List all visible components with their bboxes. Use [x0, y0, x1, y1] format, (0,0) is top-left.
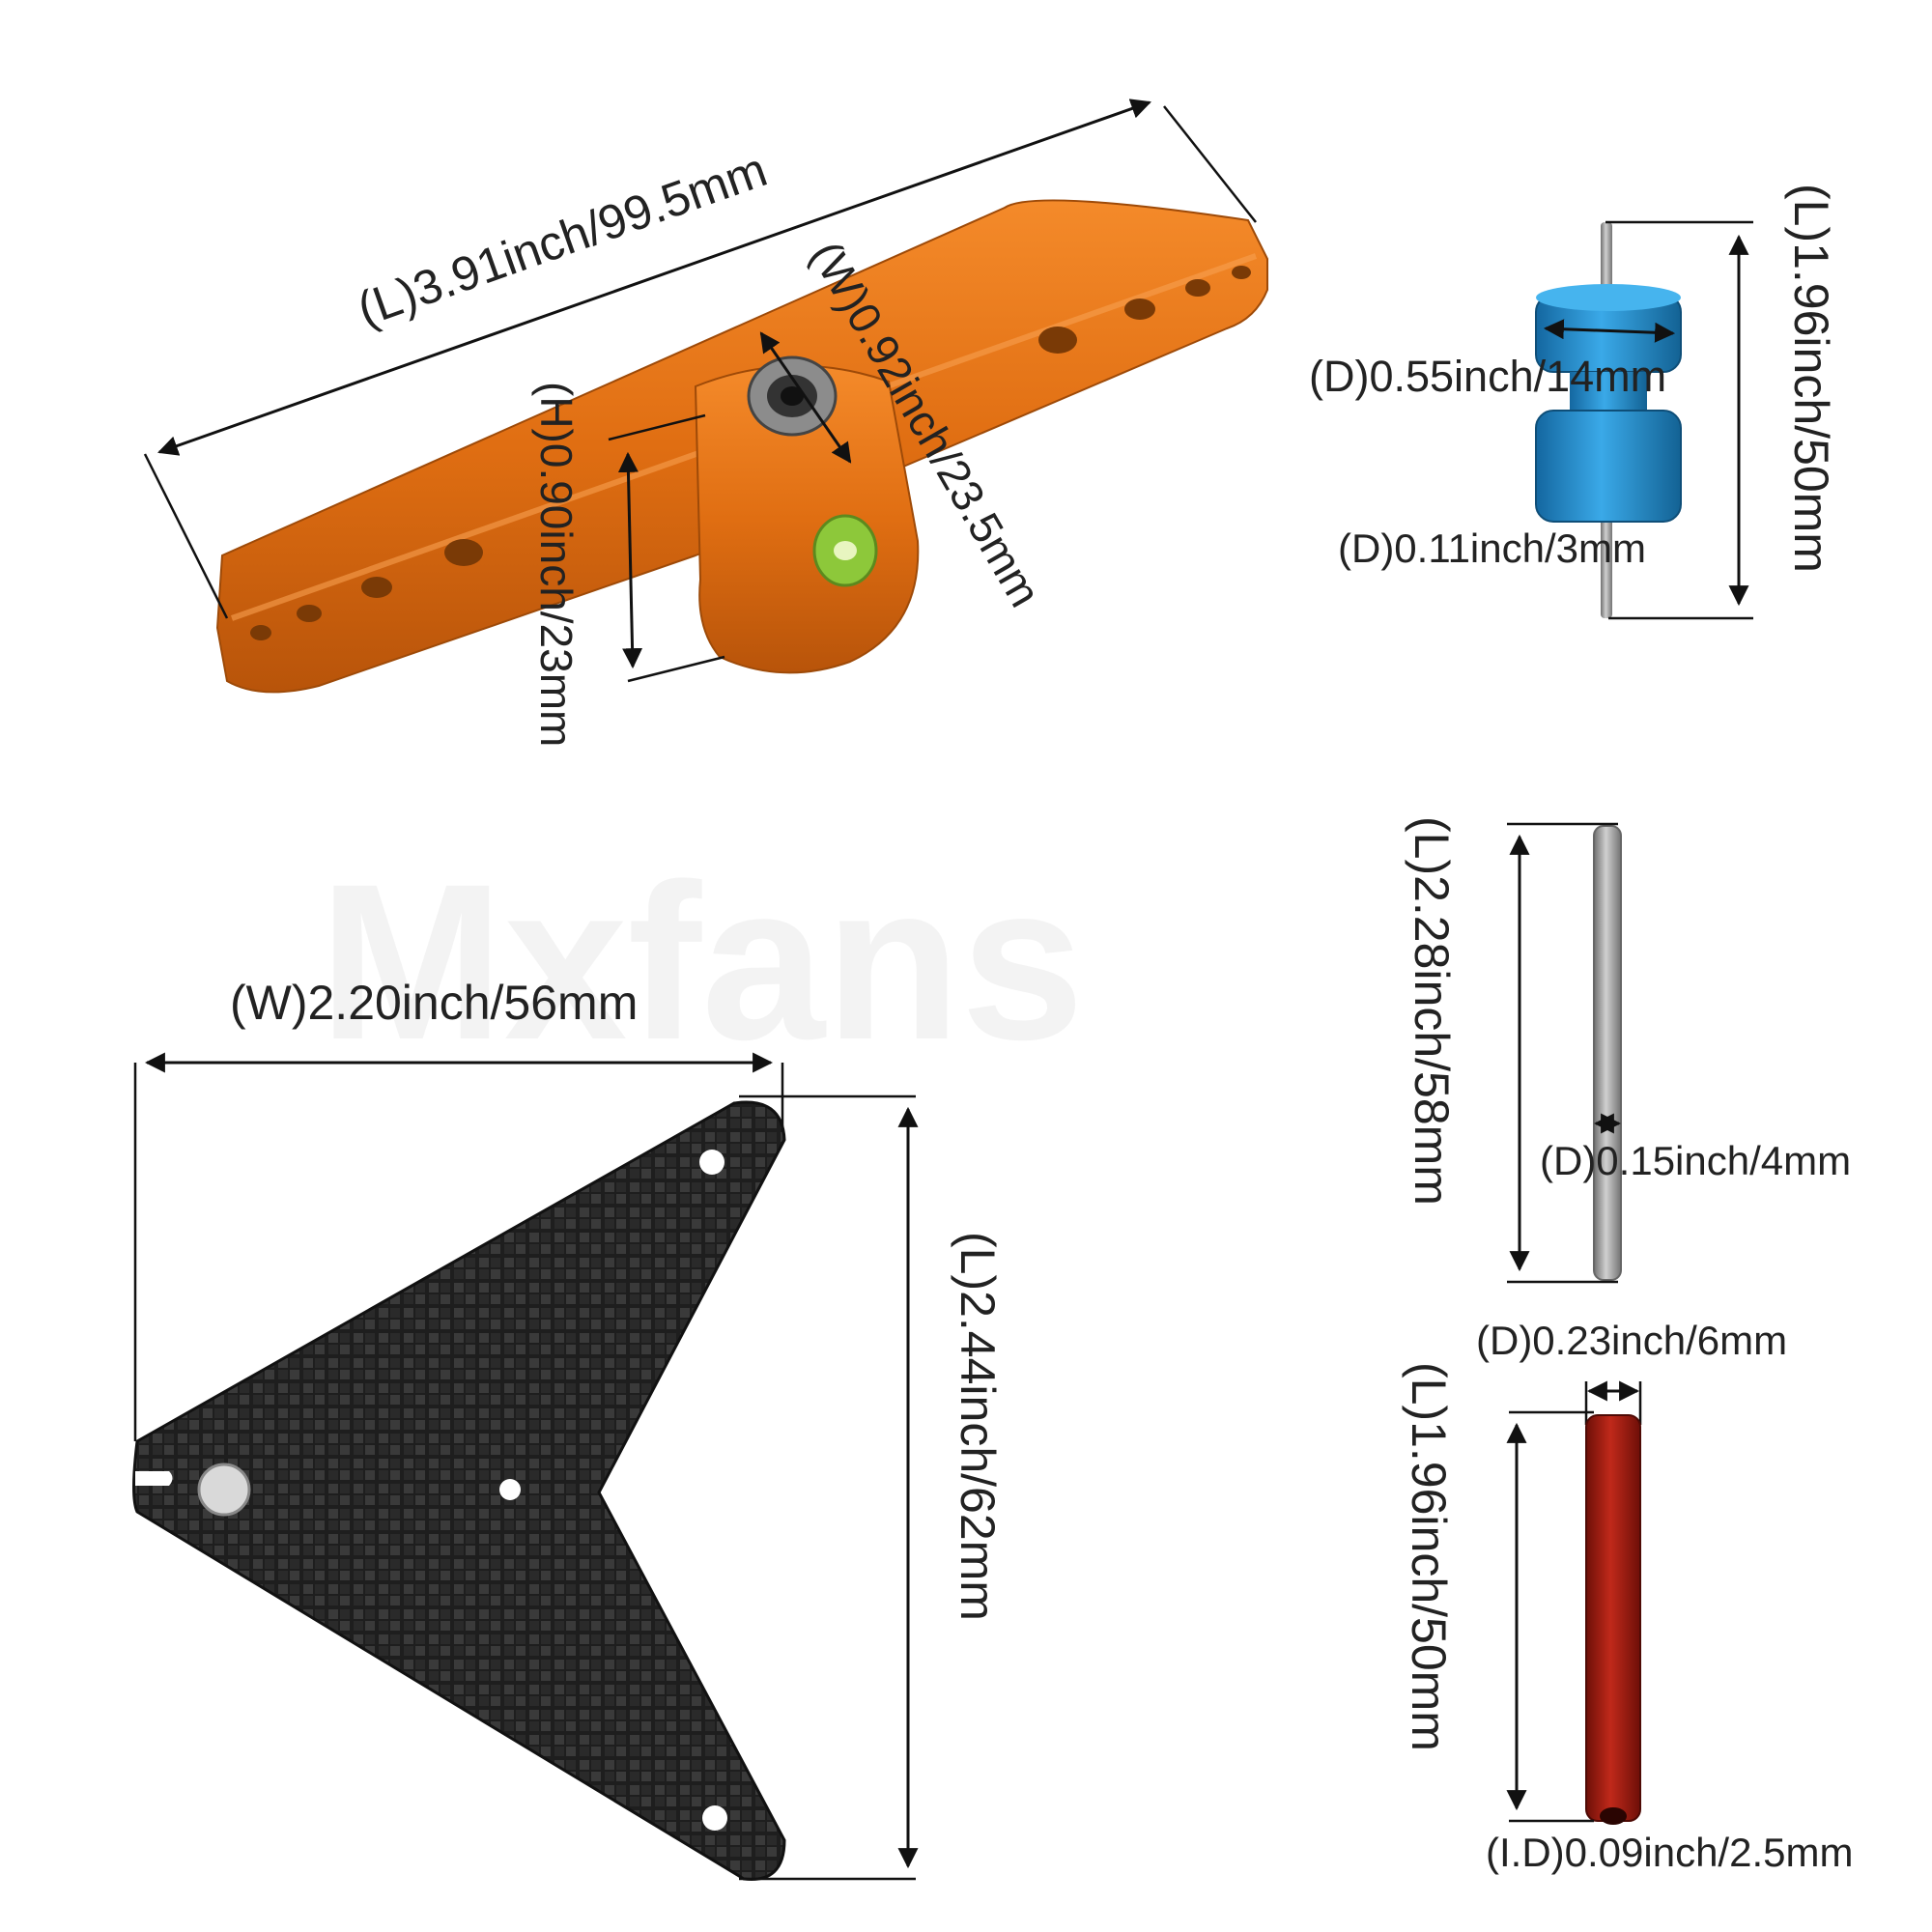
handle-height-label: (H)0.90inch/23mm — [531, 382, 582, 747]
knob-diameter-arrow — [1543, 319, 1676, 343]
steel-rod — [1593, 825, 1622, 1281]
handle-height-arrow — [617, 451, 643, 669]
plate-length-label: (L)2.44inch/62mm — [951, 1232, 1005, 1621]
handle-length-label: (L)3.91inch/99.5mm — [351, 142, 774, 336]
watermark-logo: Mxfans — [319, 838, 1084, 1086]
carbon-plate — [132, 1100, 786, 1881]
magnet — [197, 1463, 251, 1517]
orange-handle — [215, 199, 1268, 694]
tube-diameter-label: (D)0.23inch/6mm — [1476, 1318, 1787, 1363]
rod-length-label: (L)2.28inch/58mm — [1405, 816, 1459, 1206]
plate-width-label: (W)2.20inch/56mm — [230, 976, 638, 1030]
knob-diameter-label: (D)0.55inch/14mm — [1309, 352, 1666, 401]
rod-diameter-label: (D)0.15inch/4mm — [1540, 1138, 1851, 1183]
knob-length-label: (L)1.96inch/50mm — [1784, 184, 1838, 573]
knob-shaft-diameter-label: (D)0.11inch/3mm — [1338, 526, 1646, 571]
red-tube — [1585, 1414, 1641, 1822]
tube-inner-diameter-label: (I.D)0.09inch/2.5mm — [1486, 1830, 1853, 1875]
handle-width-arrow — [759, 331, 852, 464]
handle-length-arrow — [157, 99, 1151, 456]
tube-length-label: (L)1.96inch/50mm — [1402, 1362, 1456, 1751]
blue-knob — [1535, 222, 1682, 618]
